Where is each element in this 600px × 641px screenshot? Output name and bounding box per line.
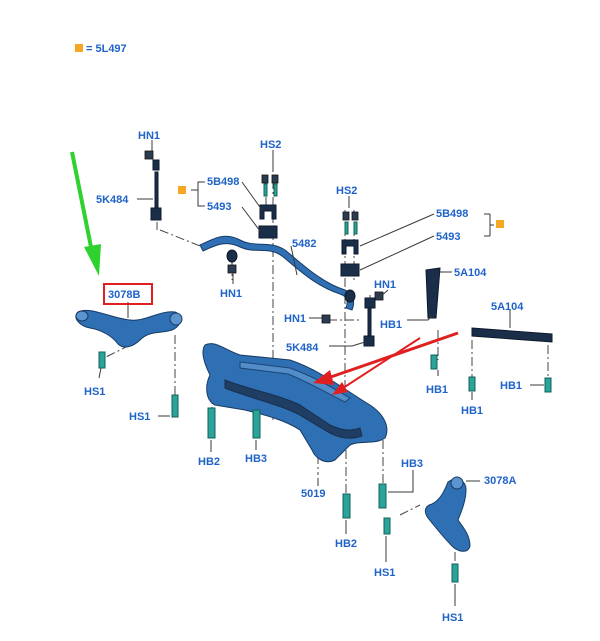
arm-ball-joint (450, 476, 464, 490)
nut-hn1-mid (227, 264, 237, 274)
arm-bushing-rear (169, 312, 183, 326)
stabilizer-link-right (363, 297, 376, 347)
control-arm-3078b (75, 309, 181, 348)
label-hs2-left: HS2 (260, 139, 281, 151)
marker-5l497-left-icon (178, 186, 186, 194)
stabilizer-link-left (150, 159, 162, 221)
label-hb2-bottom: HB2 (335, 538, 357, 550)
highlight-box-3078b (103, 283, 153, 305)
label-hs1-bottom2: HS1 (442, 612, 463, 624)
nut-hn1-top (144, 150, 154, 160)
label-hn1-top: HN1 (138, 130, 160, 142)
label-hb2-left: HB2 (198, 456, 220, 468)
label-hb1-b: HB1 (461, 405, 483, 417)
bushing-right (344, 289, 356, 303)
label-3078a: 3078A (484, 475, 516, 487)
green-arrow-icon (70, 151, 101, 276)
arm-bushing-front (75, 310, 89, 322)
subframe-highlight (239, 361, 351, 403)
label-hb3-left: HB3 (245, 453, 267, 465)
label-5k484-left: 5K484 (96, 194, 129, 206)
label-5482: 5482 (292, 238, 316, 250)
label-5k484-low: 5K484 (286, 342, 319, 354)
label-hb3-right: HB3 (401, 458, 423, 470)
bushing-clamp-right (340, 211, 360, 277)
assembly-lines (103, 180, 549, 565)
bushing-left (226, 249, 238, 263)
legend-text: = 5L497 (86, 43, 127, 55)
bolts (98, 351, 552, 583)
label-hs1-left: HS1 (84, 386, 105, 398)
subframe-shadow (224, 379, 363, 439)
stabilizer-bar-5482 (199, 235, 355, 311)
label-5b498-right: 5B498 (436, 208, 468, 220)
label-hn1-low: HN1 (284, 313, 306, 325)
red-arrows-icon (313, 331, 459, 395)
label-hb1-c: HB1 (500, 380, 522, 392)
brace-5a104-horizontal (471, 327, 553, 343)
label-5a104-right: 5A104 (491, 301, 524, 313)
marker-5l497-right-icon (496, 220, 504, 228)
label-hn1-mid: HN1 (220, 288, 242, 300)
label-5a104-top: 5A104 (454, 267, 487, 279)
brace-5a104-vertical (425, 267, 441, 319)
label-5019: 5019 (301, 488, 325, 500)
leader-lines (98, 140, 544, 606)
label-5493-right: 5493 (436, 231, 460, 243)
nut-hn1-right (374, 291, 384, 301)
label-3078b: 3078B (108, 289, 140, 301)
control-arm-3078a (424, 478, 471, 552)
label-hn1-right: HN1 (374, 279, 396, 291)
label-5493-left: 5493 (207, 201, 231, 213)
label-hs2-right: HS2 (336, 185, 357, 197)
label-hs1-left2: HS1 (129, 411, 150, 423)
label-hb1-a: HB1 (426, 384, 448, 396)
bushing-clamp-left (258, 174, 279, 239)
label-5b498-left: 5B498 (207, 176, 239, 188)
legend-marker-icon (75, 44, 83, 52)
label-hb1-right: HB1 (380, 319, 402, 331)
label-hs1-bottom1: HS1 (374, 567, 395, 579)
nut-hn1-low (321, 314, 331, 324)
